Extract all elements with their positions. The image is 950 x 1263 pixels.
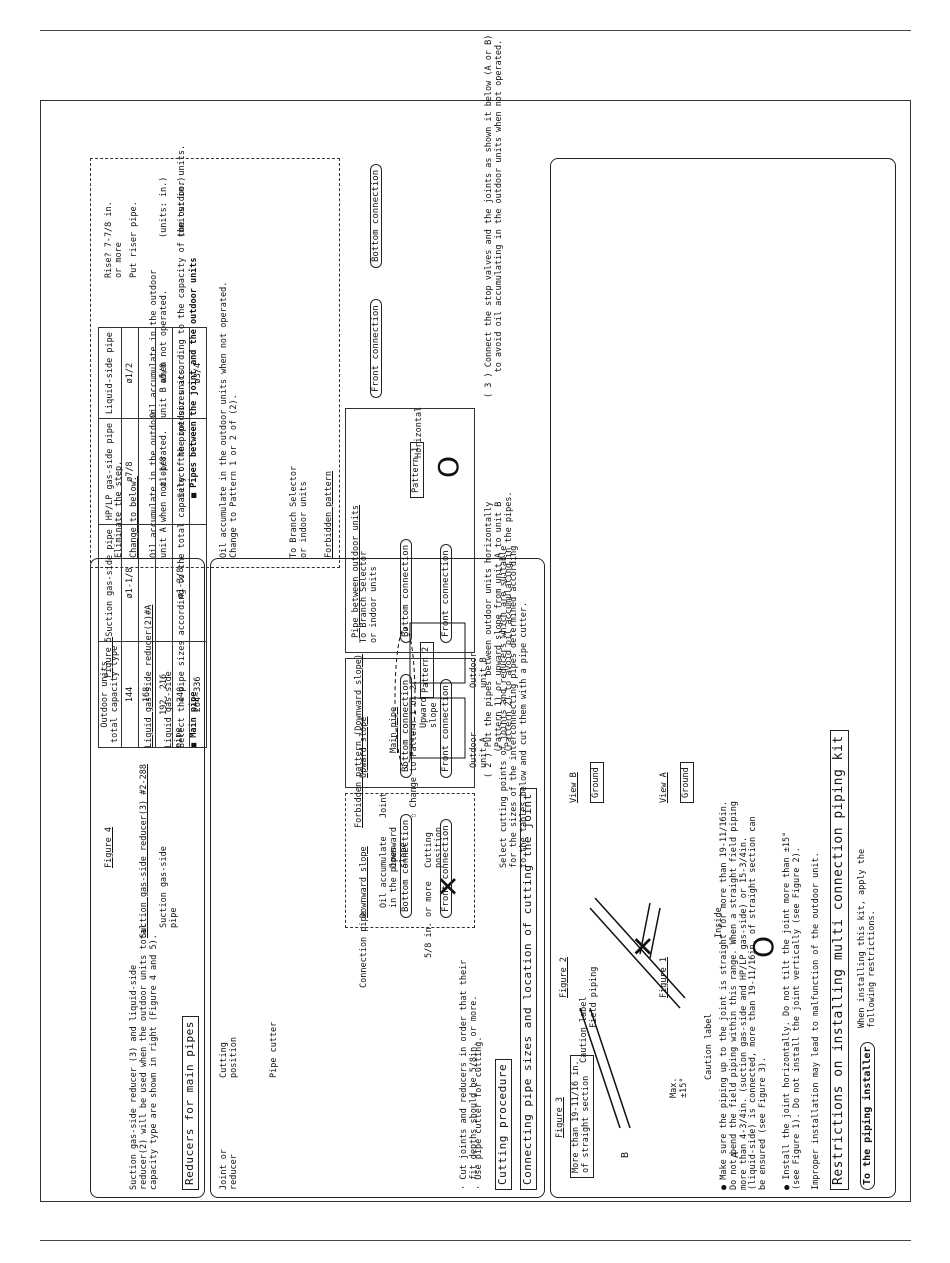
main-pipe-header-cell: HP/LP gas-side pipe — [98, 418, 122, 525]
main-pipe-cell: 192, 216 — [155, 641, 173, 748]
main-pipe-header-cell: Liquid-side pipe — [98, 327, 122, 419]
joint-or-reducer-label: Joint or reducer — [219, 1149, 239, 1190]
main-pipe-header-cell: Outdoor units total capacity type — [98, 641, 122, 748]
reducers-desc: Suction gas-side reducer (3) and liquid-… — [129, 923, 159, 1190]
section-3-rise: Rise? 7-7/8 in. or more — [104, 201, 124, 278]
main-pipe-cell: ø1/2 — [121, 327, 139, 419]
main-pipe-cell — [155, 524, 173, 642]
outdoor-units-drawing — [394, 622, 466, 769]
pattern-1-pipe-between: Pipe between outdoor units — [351, 504, 361, 638]
cutting-procedure-item-2: · Cut joints and reducers in order that … — [459, 959, 479, 1190]
section-3-forbidden-label: Forbidden pattern — [324, 471, 334, 558]
figure-3-drawing — [579, 1007, 631, 1129]
main-pipe-cell: ø5/8 — [155, 327, 173, 419]
ok-mark-pattern1: O — [432, 455, 465, 478]
forbidden-oil: Oil accumulate in the pipes. — [379, 836, 399, 908]
main-pipe-header-cell: Suction gas-side pipe — [98, 524, 122, 642]
fig1-inside: Inside — [714, 907, 724, 938]
forbidden-bottom: Bottom connection — [400, 813, 413, 918]
fig1-ground-label: Ground — [680, 762, 694, 803]
forbidden-downward: Downward slope — [359, 846, 369, 918]
pattern-2-label: Pattern 2 — [420, 641, 434, 698]
fig3-field-piping: Field piping — [589, 966, 599, 1028]
figure-1-drawing — [589, 897, 686, 1009]
fig2-ground-label: Ground — [590, 762, 604, 803]
forbidden-front: Front connection — [440, 819, 453, 918]
main-pipe-cell: ø1-1/8 — [121, 524, 139, 642]
pattern-2-orient: Upward slope — [419, 697, 439, 728]
main-pipe-cell: 168 — [138, 641, 156, 748]
pattern-1-orient: Horizontal — [414, 406, 424, 458]
installer-badge: To the piping installer — [860, 1041, 875, 1190]
between-pipe-subtitle: Select the pipe sizes according to the c… — [177, 144, 187, 498]
pattern-1-bottom: Bottom connection — [400, 538, 413, 643]
sheet-content: To the piping installer When installing … — [90, 35, 896, 1198]
rotated-sheet: To the piping installer When installing … — [90, 35, 950, 1198]
main-pipe-cell: 264~336 — [189, 641, 207, 748]
fig2-arrow-b: B — [620, 1151, 631, 1158]
main-pipe-cell: ø1-3/8 — [172, 524, 190, 642]
fig1-max: Max. ±15° — [669, 1077, 689, 1098]
fig2-caption: Figure 2 — [559, 957, 569, 998]
main-pipe-cell: ø7/8 — [121, 418, 139, 525]
restrictions-intro: Improper installation may lead to malfun… — [811, 852, 821, 1190]
section-2-title: ( 2 ) Put the pipes between outdoor unit… — [484, 491, 514, 778]
main-pipe-cell: 144 — [121, 641, 139, 748]
main-pipe-cell — [138, 327, 156, 419]
section-3-to-bs: To Branch Selector or indoor units — [289, 465, 309, 558]
fig2-view-label: View B — [569, 772, 579, 803]
main-pipe-cell — [189, 524, 207, 642]
restriction-bullet-2: ● Make sure the piping up to the joint i… — [719, 801, 769, 1190]
page-frame — [40, 100, 911, 1202]
fig1-caution-label: Caution label — [704, 1013, 714, 1080]
top-rule — [40, 30, 911, 31]
ok-mark-fig1: O — [747, 935, 780, 958]
fig4-pipe-label: Suction gas-side pipe — [159, 846, 179, 928]
section-3-bottom: Bottom connection — [370, 163, 383, 268]
between-pipe-units: (units: in.) — [159, 176, 169, 238]
main-pipe-cell — [138, 524, 156, 642]
reducers-title: Reducers for main pipes — [182, 1016, 199, 1190]
between-pipe-title: ■ Pipes between the joint and the outdoo… — [189, 257, 199, 498]
fig1-arrow-a: A — [730, 1151, 741, 1158]
pipe-cutter-label: Pipe cutter — [269, 1021, 279, 1078]
installer-note: When installing this kit, apply the foll… — [857, 848, 877, 1028]
cutting-procedure-title: Cutting procedure — [495, 1058, 512, 1190]
section-3-oil-note: Oil accumulate in the outdoor units when… — [219, 281, 239, 558]
restrictions-title: Restrictions on installing multi connect… — [830, 730, 849, 1190]
section-3-front: Front connection — [370, 299, 383, 398]
bottom-rule — [40, 1240, 911, 1241]
section-3-riser: Put riser pipe. — [129, 201, 139, 278]
main-pipe-cell: 240 — [172, 641, 190, 748]
pattern-1-to-bs: To Branch Selector or indoor units — [359, 550, 379, 643]
fig3-note: More than 19-11/16 in. of straight secti… — [570, 1055, 594, 1178]
main-pipe-cell: ø1-1/8 — [155, 418, 173, 525]
pattern-1-front: Front connection — [440, 544, 453, 643]
pattern-2-front: Front connection — [440, 679, 453, 778]
cutting-position-label: Cutting position — [219, 1037, 239, 1078]
fig1-view-label: View A — [659, 772, 669, 803]
fig4-reducer-label: Suction gas-side reducer(3) #2-288 — [139, 764, 149, 938]
section-3-title: ( 3 ) Connect the stop valves and the jo… — [484, 34, 504, 398]
ng-mark-fig2: ✕ — [627, 934, 660, 958]
fig1-caption: Figure 1 — [659, 957, 669, 998]
forbidden-pattern-label: Forbidden pattern (Downward slope) — [354, 654, 364, 828]
main-pipe-row: 168 — [138, 327, 156, 748]
fig3-caption: Figure 3 — [555, 1097, 565, 1138]
main-pipe-cell — [138, 418, 156, 525]
restriction-bullet-1: ● Install the joint horizontally. Do not… — [782, 831, 802, 1190]
fig4-caption: Figure 4 — [104, 827, 114, 868]
